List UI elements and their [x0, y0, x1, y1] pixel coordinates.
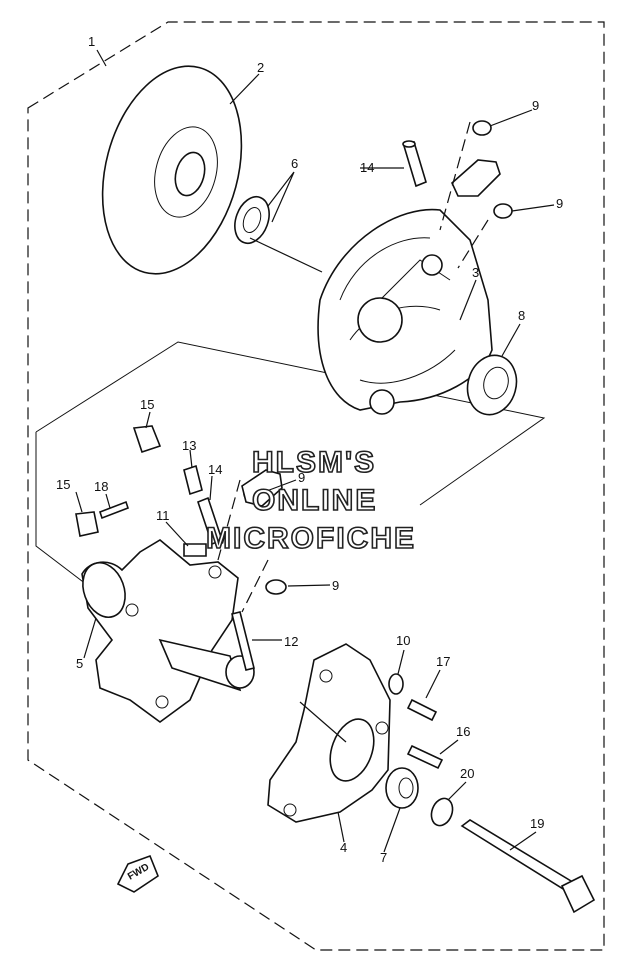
callout-10: 10 [396, 633, 410, 648]
pin-part-18 [98, 500, 130, 520]
callout-6: 6 [291, 156, 298, 171]
callout-labels: 1 2 3 4 5 6 7 8 9 9 9 9 10 11 12 13 14 1… [56, 34, 563, 865]
callout-8: 8 [518, 308, 525, 323]
callout-9-middle: 9 [298, 470, 305, 485]
callout-4: 4 [340, 840, 347, 855]
bolt-part-16 [406, 744, 444, 770]
callout-19: 19 [530, 816, 544, 831]
primary-housing-part-3 [317, 208, 493, 415]
cover-plate-part-4 [267, 643, 391, 823]
callout-9-upper-right: 9 [556, 196, 563, 211]
callout-12: 12 [284, 634, 298, 649]
bolt-part-12 [231, 611, 255, 671]
callout-18: 18 [94, 479, 108, 494]
washer-9-upper-right [493, 203, 513, 219]
callout-11: 11 [156, 508, 170, 523]
watermark: HLSM'S ONLINE MICROFICHE [205, 445, 416, 556]
washer-9-top [472, 120, 492, 136]
arm-piece-upper [451, 159, 501, 197]
bolt-part-11 [183, 543, 207, 557]
callout-9-top: 9 [532, 98, 539, 113]
callout-2: 2 [257, 60, 264, 75]
callout-14-top: 14 [360, 160, 374, 175]
cap-part-13 [183, 464, 203, 496]
callout-15-upper: 15 [140, 397, 154, 412]
callout-1: 1 [88, 34, 95, 49]
slider-15-upper [132, 425, 162, 454]
assembly-boundary [27, 21, 605, 951]
spider-hub-part-5 [81, 539, 255, 723]
callout-14-lower: 14 [208, 462, 222, 477]
guide-lines-upper [439, 121, 489, 269]
pin-part-14-top [402, 140, 427, 188]
leader-lines [75, 49, 555, 853]
callout-13: 13 [182, 438, 196, 453]
callout-3: 3 [472, 265, 479, 280]
guide-lines-lower [217, 479, 269, 613]
callout-15-lower: 15 [56, 477, 70, 492]
sliding-sheave-disc [101, 65, 243, 275]
callout-17: 17 [436, 654, 450, 669]
long-bolt-part-19 [460, 819, 596, 914]
callout-5: 5 [76, 656, 83, 671]
watermark-line-2: ONLINE [252, 484, 377, 517]
seal-part-8 [466, 354, 518, 416]
washer-9-lower [265, 579, 287, 595]
washer-part-20 [430, 797, 454, 827]
bolt-part-17 [406, 698, 438, 722]
callout-20: 20 [460, 766, 474, 781]
callout-7: 7 [380, 850, 387, 865]
washer-part-10 [388, 673, 404, 695]
callout-9-lower: 9 [332, 578, 339, 593]
arm-piece-lower [241, 469, 283, 507]
slider-15-lower [75, 511, 99, 537]
bushing-part-6 [234, 195, 270, 245]
watermark-line-3: MICROFICHE [206, 522, 416, 555]
bushing-part-7 [385, 767, 419, 809]
watermark-line-1: HLSM'S [252, 446, 376, 479]
callout-16: 16 [456, 724, 470, 739]
forward-direction-badge: FWD [116, 854, 159, 893]
pin-part-14-lower [197, 496, 223, 546]
